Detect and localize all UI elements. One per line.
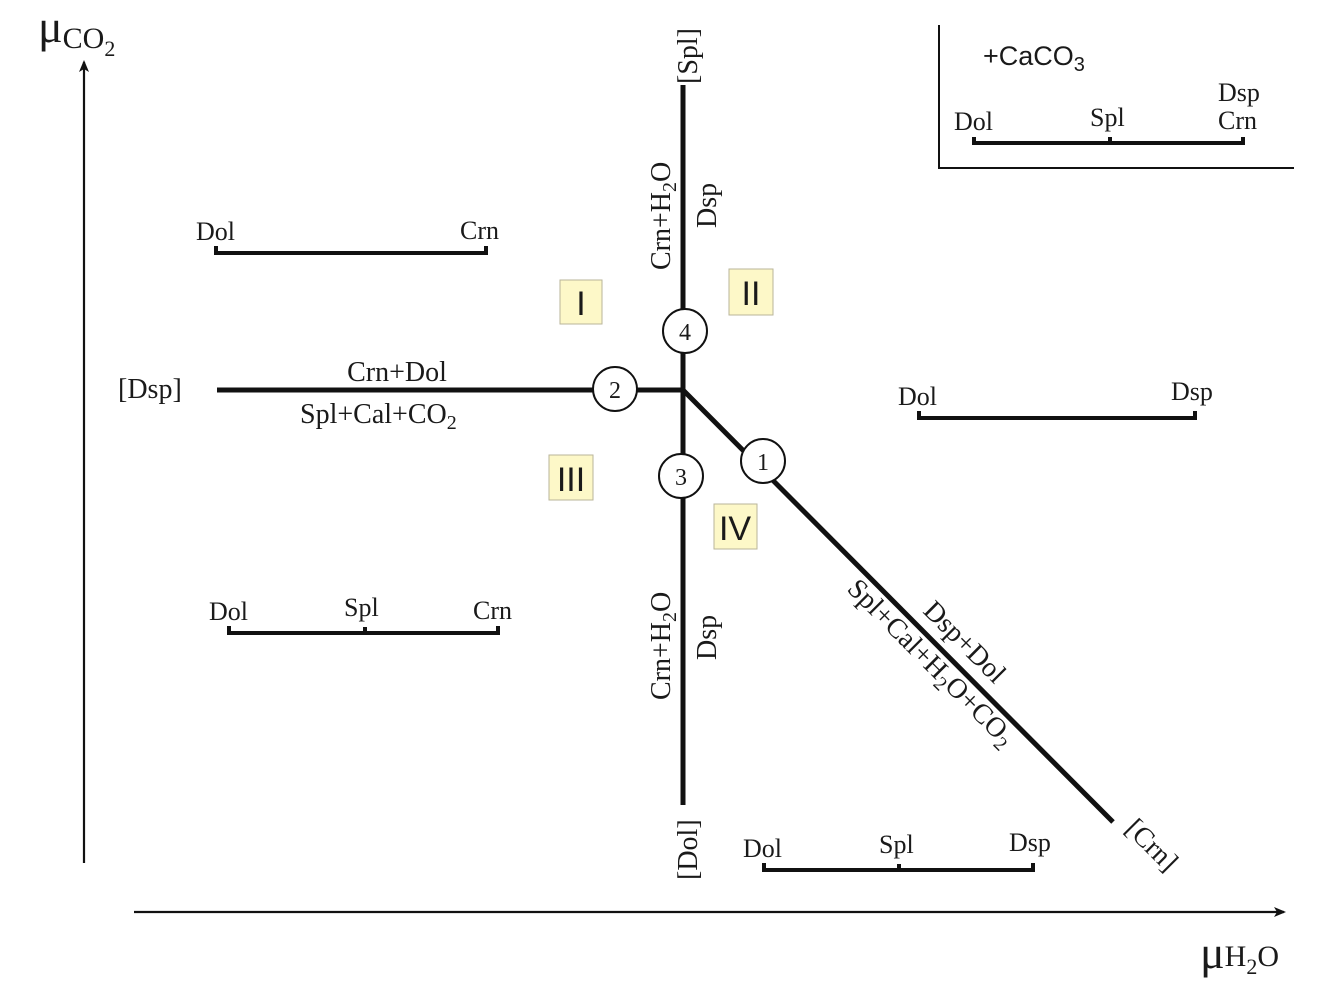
region-label-IV: IV	[713, 503, 758, 550]
tieline-region-III: Dol Spl Crn	[209, 593, 512, 635]
phase-label: Dsp	[1171, 377, 1213, 406]
reaction-node-3: 3	[658, 453, 704, 499]
phase-label: Spl	[1090, 103, 1125, 132]
legend-tieline	[972, 137, 1245, 145]
legend-title: +CaCO3	[983, 41, 1085, 76]
reaction-node-1: 1	[740, 438, 786, 484]
svg-text:I: I	[576, 285, 585, 323]
phase-label: Spl	[879, 830, 914, 859]
phase-label: Crn	[460, 216, 499, 245]
phase-label: Dol	[743, 834, 782, 863]
tieline-region-I: Dol Crn	[196, 216, 499, 255]
svg-text:IV: IV	[719, 510, 751, 548]
reaction-label-spl-top: Crn+H2O	[646, 162, 681, 270]
absent-phase-crn: [Crn]	[1119, 813, 1184, 878]
phase-label: Spl	[344, 593, 379, 622]
reaction-label-dsp-bottom: Spl+Cal+CO2	[300, 399, 457, 434]
svg-text:3: 3	[675, 465, 687, 491]
tieline-region-IV: Dol Spl Dsp	[743, 828, 1051, 872]
svg-text:4: 4	[679, 320, 691, 346]
region-label-I: I	[559, 279, 603, 325]
phase-label: Dsp	[1218, 78, 1260, 107]
phase-label: Dol	[898, 382, 937, 411]
phase-label: Crn	[1218, 106, 1257, 135]
phase-label: Crn	[473, 596, 512, 625]
reaction-label-dol-bottom: Dsp	[692, 615, 723, 660]
reaction-label-dol-top: Crn+H2O	[646, 592, 681, 700]
x-axis-label: μH2O	[1200, 927, 1279, 979]
legend: +CaCO3 Dol Spl Dsp Crn	[938, 25, 1294, 169]
reaction-node-4: 4	[662, 308, 708, 354]
tieline-region-II: Dol Dsp	[898, 377, 1213, 420]
absent-phase-spl: [Spl]	[673, 28, 704, 84]
y-axis-label: μCO2	[38, 1, 115, 61]
reaction-node-2: 2	[592, 366, 638, 412]
absent-phase-dsp: [Dsp]	[118, 374, 182, 405]
phase-label: Dol	[196, 217, 235, 246]
svg-text:1: 1	[757, 450, 769, 476]
region-label-II: II	[728, 268, 774, 316]
svg-text:III: III	[557, 461, 585, 499]
region-label-III: III	[548, 454, 594, 501]
svg-text:II: II	[742, 275, 761, 313]
legend-frame	[938, 25, 1294, 169]
absent-phase-dol: [Dol]	[673, 819, 704, 880]
reaction-label-spl-bottom: Dsp	[692, 183, 723, 228]
svg-text:2: 2	[609, 378, 621, 404]
phase-label: Dsp	[1009, 828, 1051, 857]
phase-label: Dol	[954, 107, 993, 136]
reaction-label-dsp-top: Crn+Dol	[347, 357, 447, 388]
phase-label: Dol	[209, 597, 248, 626]
